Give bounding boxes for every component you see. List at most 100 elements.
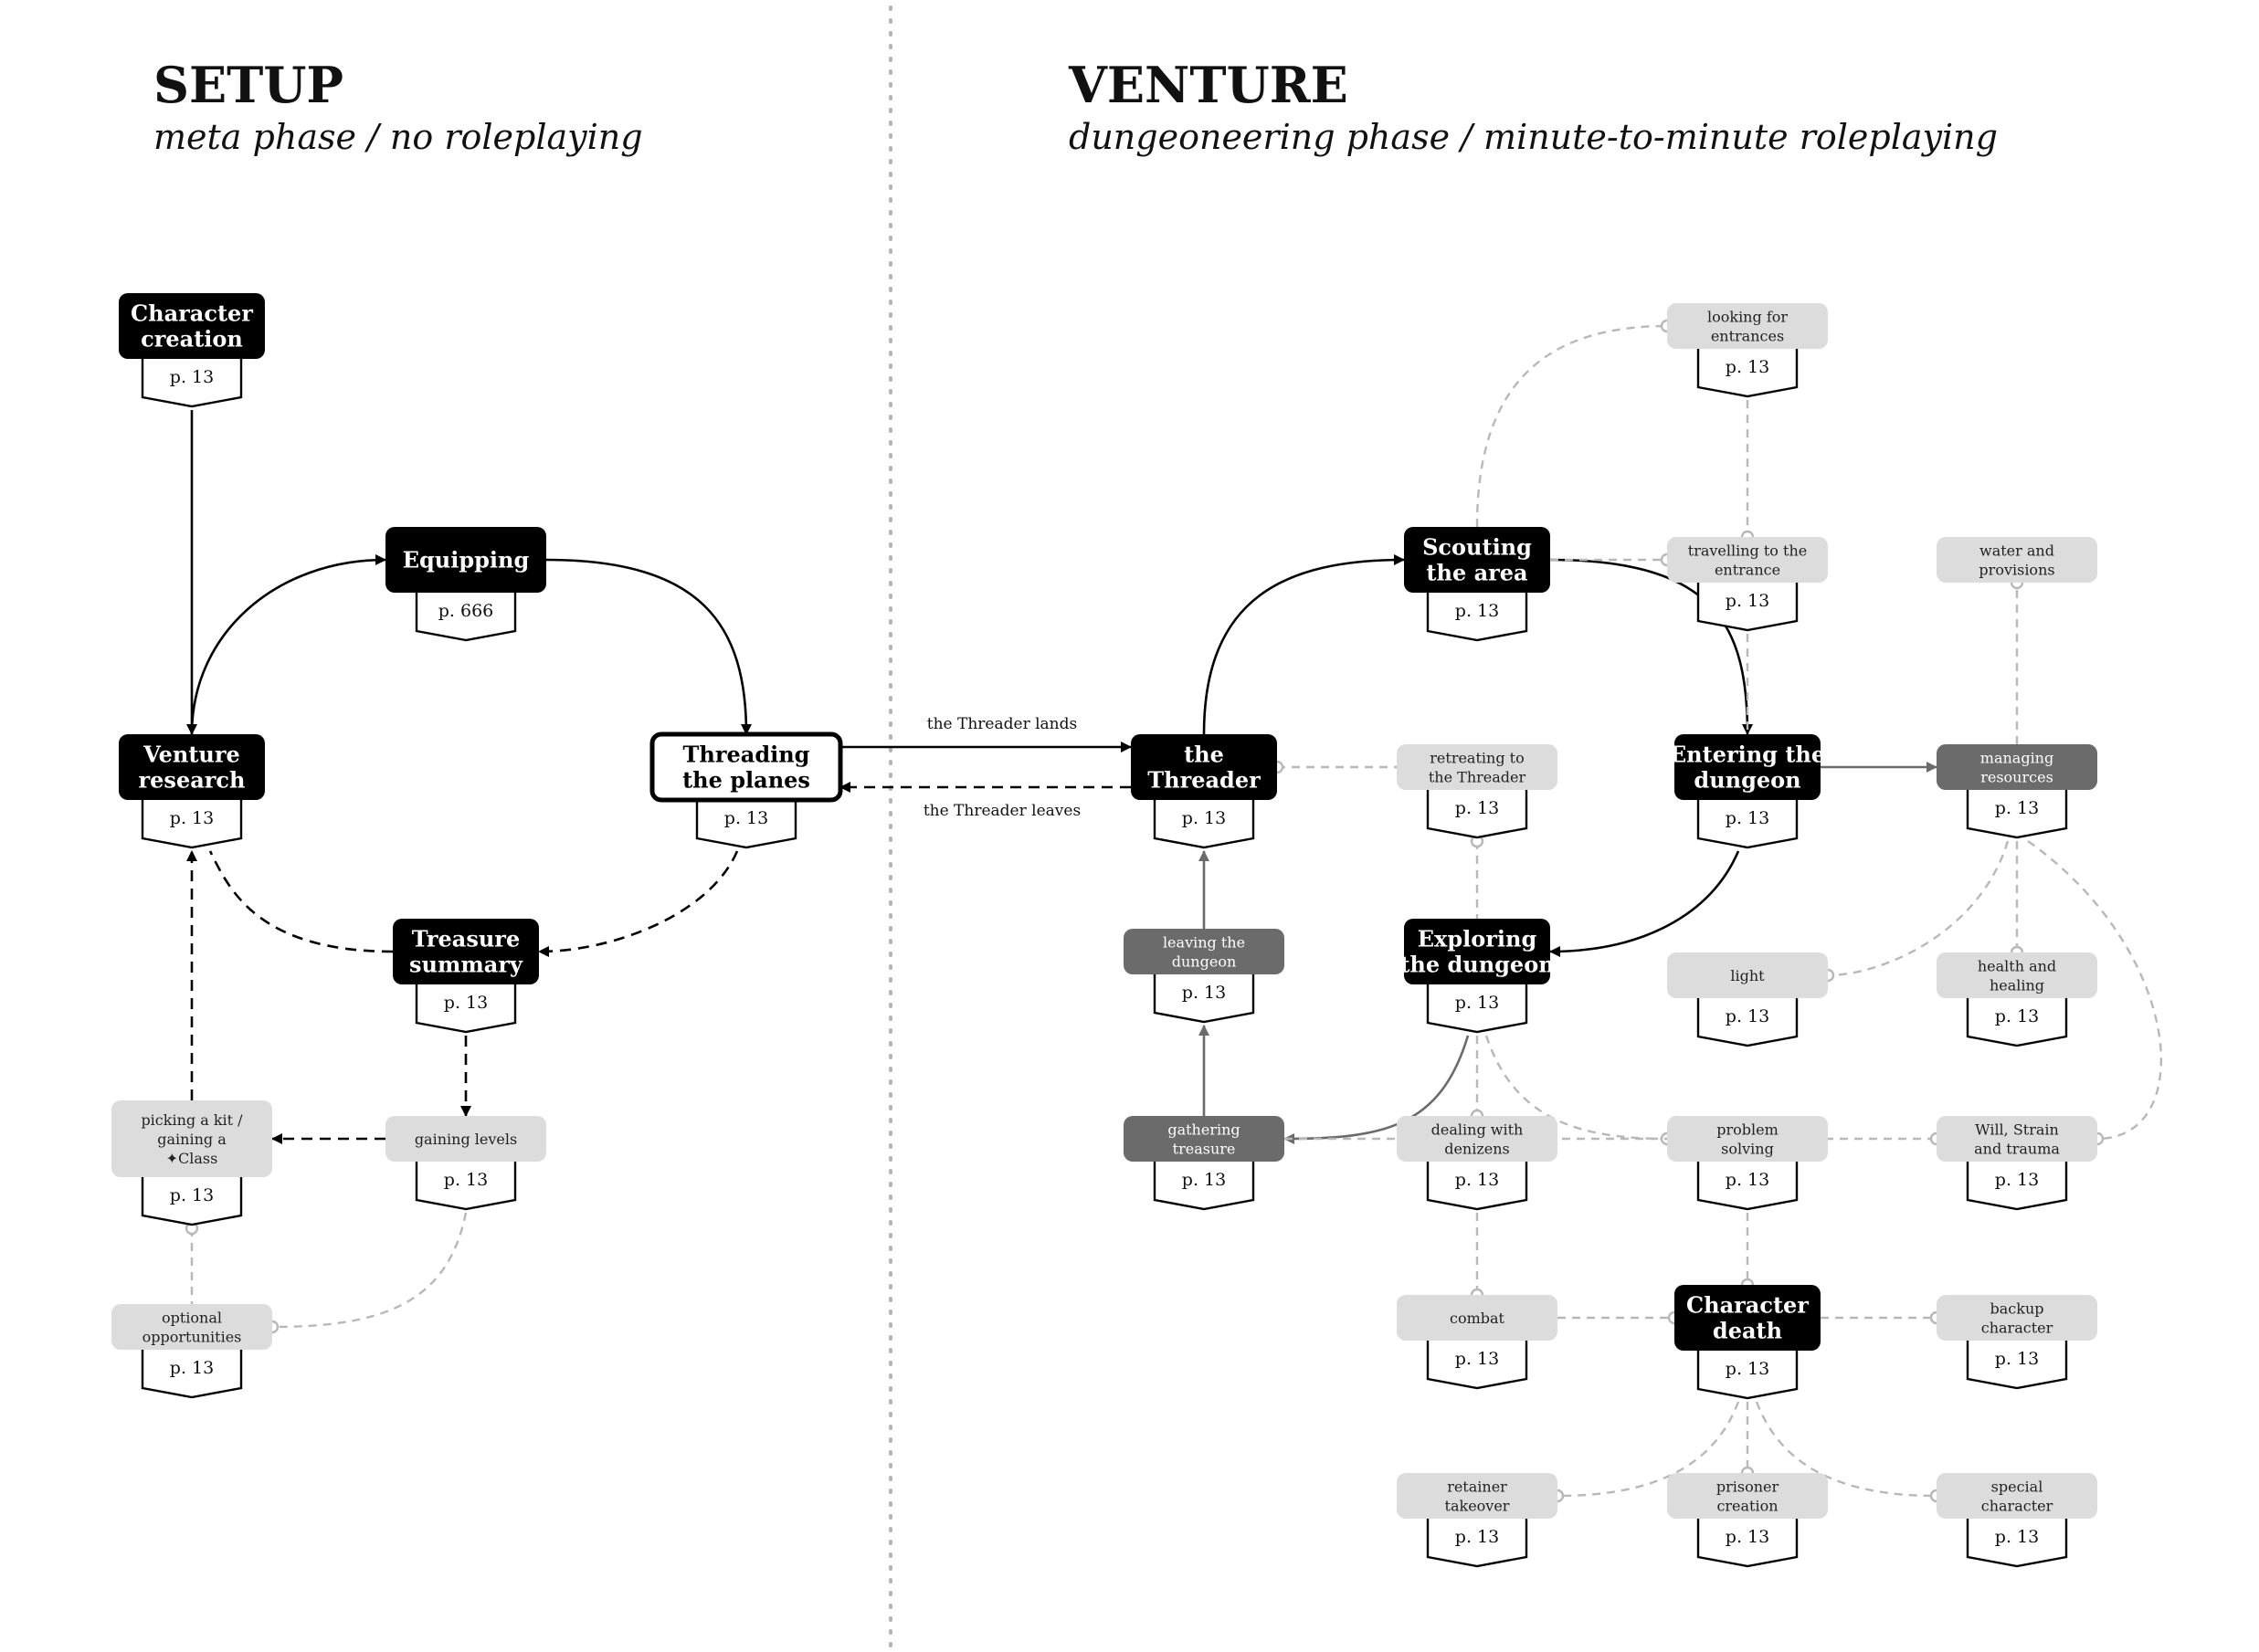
page-ref: p. 13 xyxy=(1726,808,1769,828)
page-ref: p. 13 xyxy=(1455,993,1499,1013)
page-ref: p. 13 xyxy=(1455,1527,1499,1547)
node-box xyxy=(111,1100,272,1177)
node-box xyxy=(1397,744,1557,790)
node-label: death xyxy=(1713,1318,1782,1344)
node-label: Threading xyxy=(683,742,810,768)
node-label: ✦Class xyxy=(166,1150,218,1167)
page-ref: p. 13 xyxy=(170,1185,214,1205)
node-box xyxy=(1667,303,1828,349)
page-ref: p. 13 xyxy=(1726,1006,1769,1026)
venture-subheading: dungeoneering phase / minute-to-minute r… xyxy=(1069,117,1998,157)
node-label: health and xyxy=(1978,957,2056,974)
edge-entering-the-dungeon-to-exploring-the-dungeon xyxy=(1549,850,1740,957)
node-box xyxy=(1667,952,1828,998)
node-label: entrance xyxy=(1715,561,1780,578)
node-label: travelling to the xyxy=(1688,542,1807,559)
node-label: Will, Strain xyxy=(1975,1121,2059,1138)
page-ref: p. 13 xyxy=(444,1170,488,1190)
node-box xyxy=(1937,744,2097,790)
node-label: summary xyxy=(409,952,523,978)
node-label: Threader xyxy=(1147,767,1261,794)
node-label: opportunities xyxy=(143,1328,242,1345)
node-box xyxy=(1397,1473,1557,1519)
node-label: prisoner xyxy=(1716,1478,1779,1495)
node-label: the Threader xyxy=(1429,768,1526,785)
node-prisoner-creation: p. 13 prisoner creation xyxy=(1667,1473,1828,1568)
node-box xyxy=(1404,919,1550,984)
page-ref: p. 13 xyxy=(1726,357,1769,377)
node-label: character xyxy=(1981,1497,2053,1514)
page-ref: p. 13 xyxy=(1455,1170,1499,1190)
node-label: Treasure xyxy=(412,926,520,952)
page-ref: p. 13 xyxy=(170,1358,214,1378)
node-box xyxy=(1937,1295,2097,1341)
edges xyxy=(185,319,2162,1503)
page-ref: p. 13 xyxy=(170,367,214,387)
edge-label: the Threader leaves xyxy=(924,802,1081,820)
node-box xyxy=(1667,537,1828,583)
node-label: solving xyxy=(1721,1140,1774,1157)
page-ref: p. 13 xyxy=(1182,983,1226,1003)
page-ref: p. 13 xyxy=(1995,1006,2039,1026)
node-label: special xyxy=(1991,1478,2043,1495)
page-ref: p. 13 xyxy=(1726,1527,1769,1547)
edge-threading-the-planes-to-treasure-summary xyxy=(538,850,739,957)
node-label: Scouting xyxy=(1422,534,1532,561)
node-label: creation xyxy=(141,326,243,352)
node-special-character: p. 13 special character xyxy=(1937,1473,2097,1568)
node-label: gaining levels xyxy=(415,1131,517,1148)
node-label: Entering the xyxy=(1670,742,1825,768)
node-box xyxy=(1937,1473,2097,1519)
node-label: dungeon xyxy=(1694,767,1800,794)
page-ref: p. 13 xyxy=(1995,1170,2039,1190)
node-label: managing xyxy=(1980,749,2053,766)
page-ref: p. 13 xyxy=(1182,1170,1226,1190)
node-label: gaining a xyxy=(157,1131,227,1148)
node-label: denizens xyxy=(1444,1140,1510,1157)
node-label: Venture xyxy=(143,742,240,768)
page-ref: p. 13 xyxy=(1455,1349,1499,1369)
node-box xyxy=(1397,1295,1557,1341)
node-label: creation xyxy=(1716,1497,1778,1514)
page-ref: p. 666 xyxy=(438,601,494,621)
node-label: dungeon xyxy=(1172,952,1237,970)
node-label: character xyxy=(1981,1319,2053,1336)
node-label: Exploring xyxy=(1418,926,1537,952)
page-ref: p. 13 xyxy=(1726,1359,1769,1379)
node-label: combat xyxy=(1450,1310,1505,1327)
edge-managing-resources-to-light xyxy=(1827,840,2010,977)
edge-treasure-summary-to-venture-research xyxy=(208,850,394,953)
node-box xyxy=(1667,1473,1828,1519)
setup-heading: SETUP xyxy=(153,56,343,114)
page-ref: p. 13 xyxy=(1995,1527,2039,1547)
setup-subheading: meta phase / no roleplaying xyxy=(153,117,643,157)
edge-scouting-the-area-to-looking-for-entrances xyxy=(1475,324,1668,528)
page-ref: p. 13 xyxy=(1455,798,1499,818)
node-label: picking a kit / xyxy=(141,1111,243,1129)
page-ref: p. 13 xyxy=(170,808,214,828)
page-ref: p. 13 xyxy=(1995,798,2039,818)
node-label: Character xyxy=(1686,1292,1809,1319)
node-label: the xyxy=(1184,742,1224,768)
node-label: provisions xyxy=(1979,561,2054,578)
node-label: entrances xyxy=(1711,327,1784,344)
